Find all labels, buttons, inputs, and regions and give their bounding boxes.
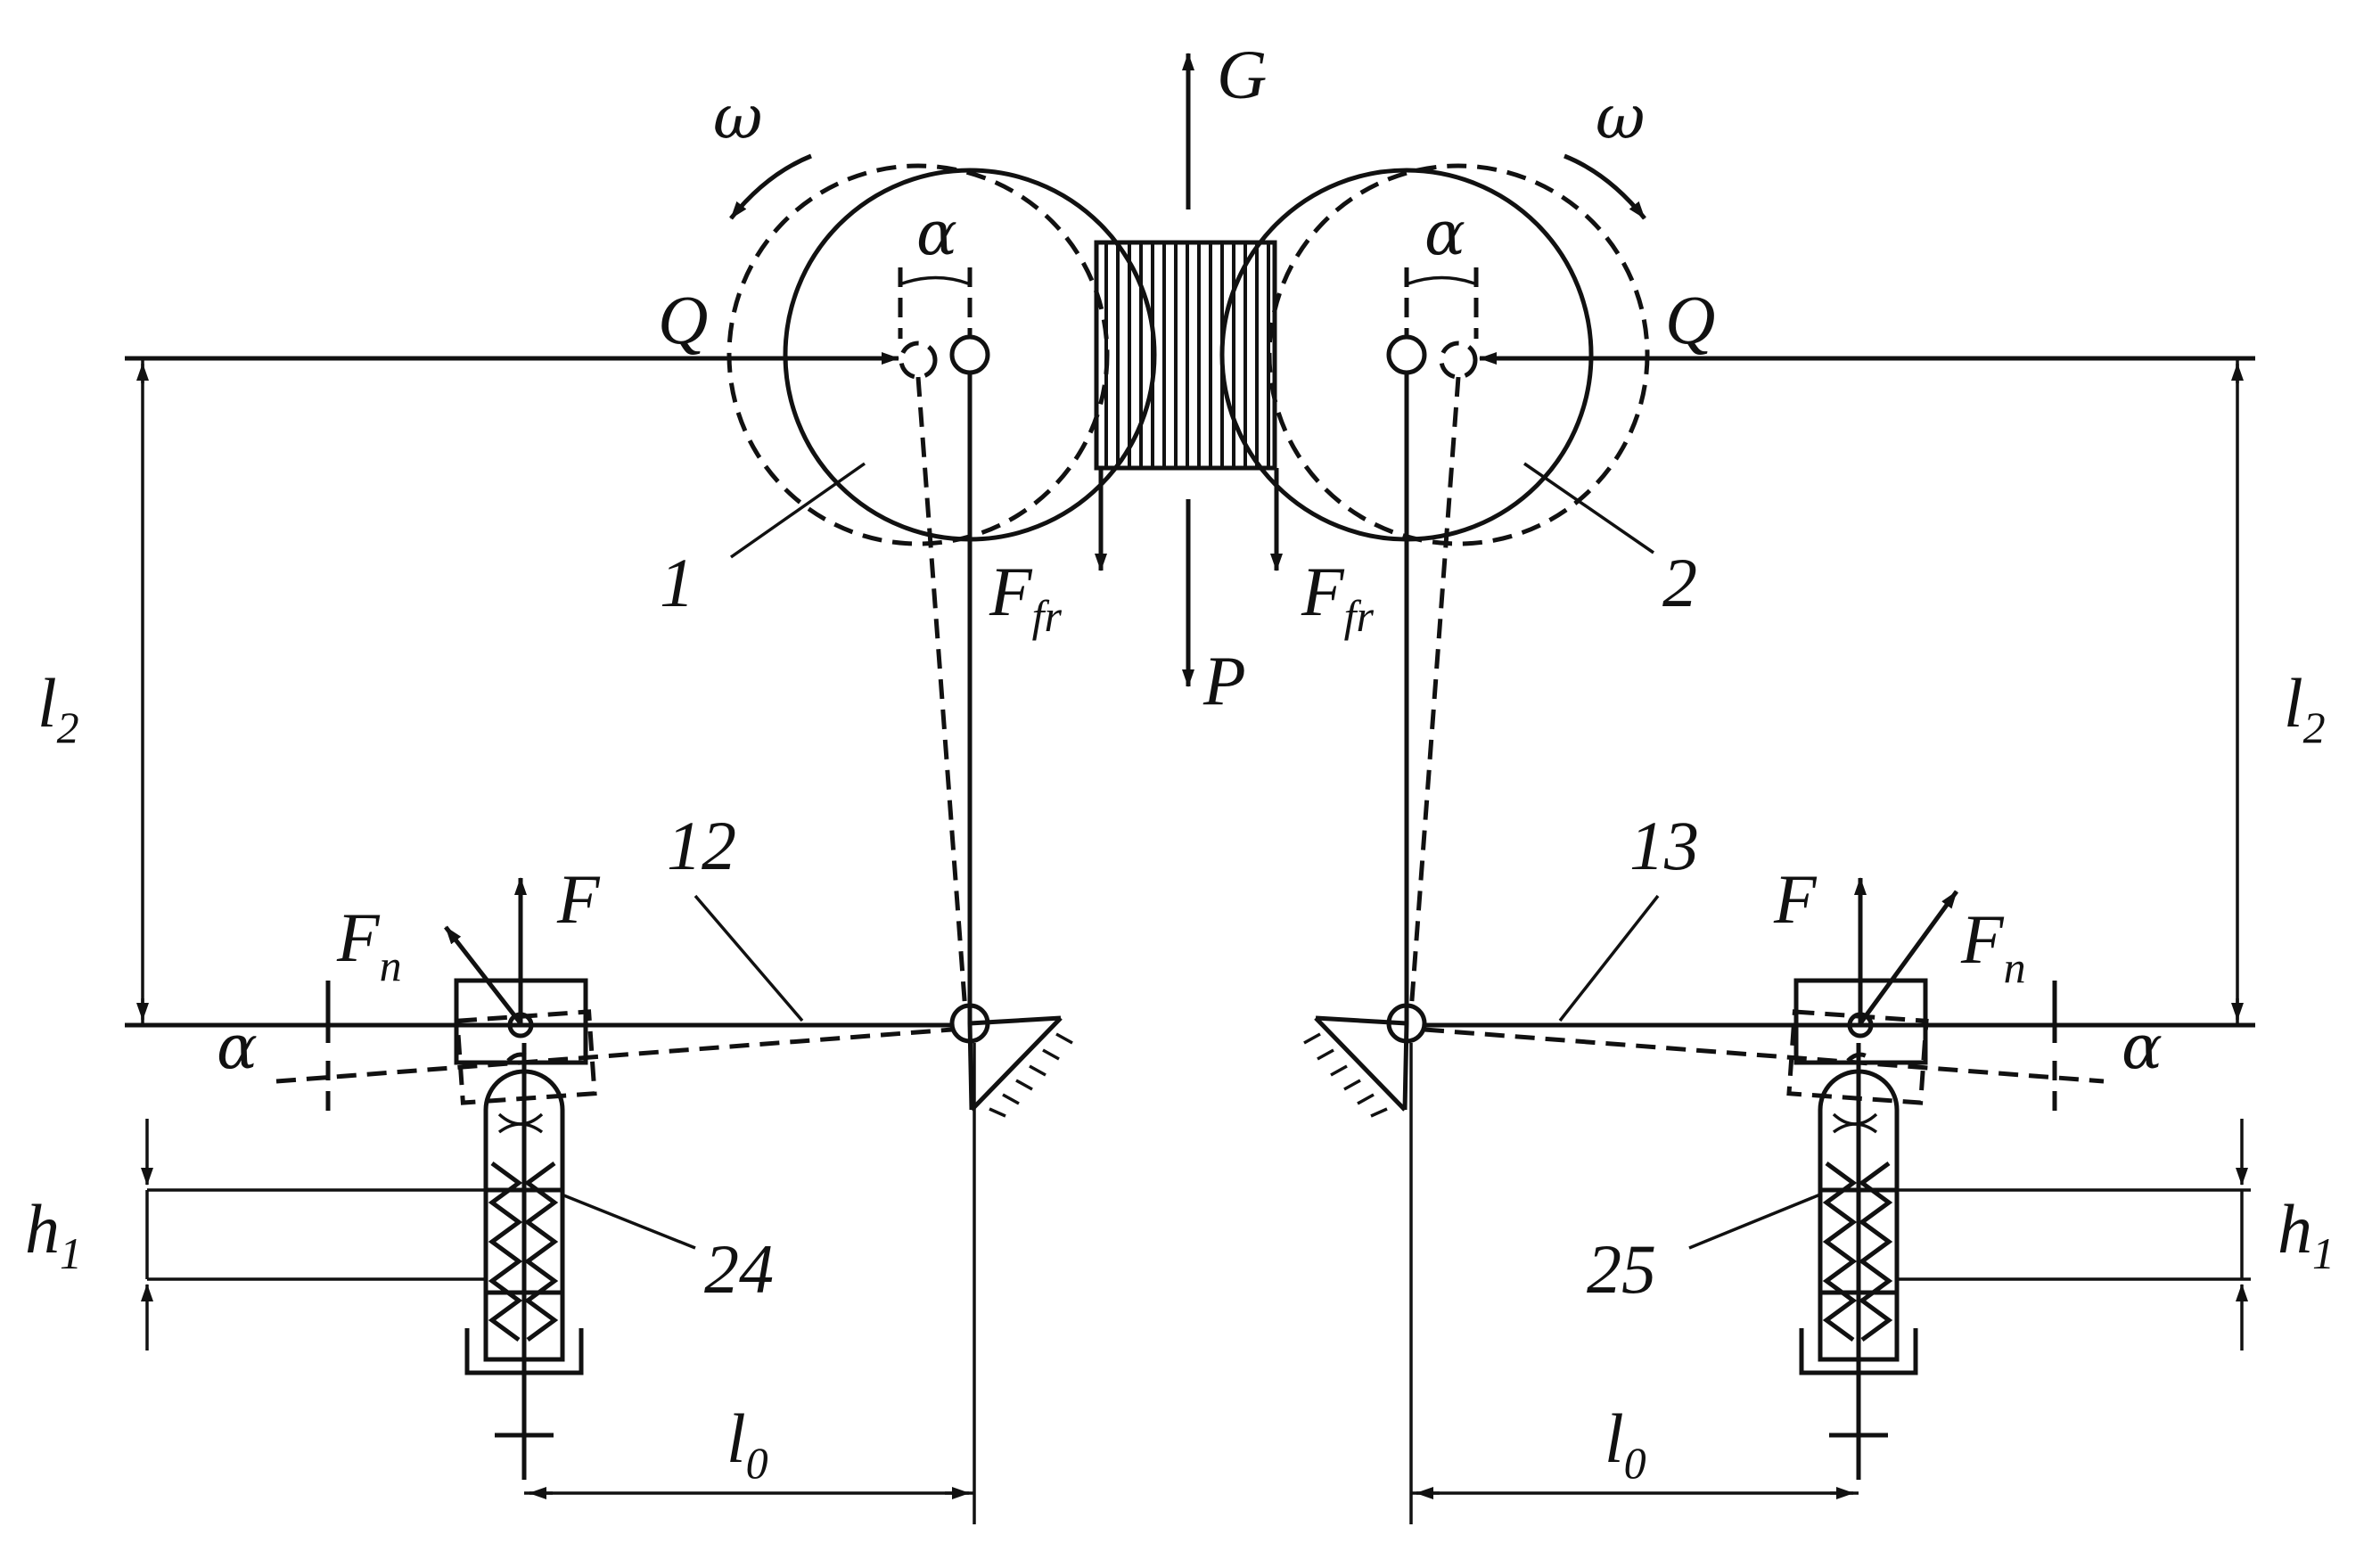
force-fn-arrow-left bbox=[444, 925, 522, 1025]
pivot-left bbox=[949, 1003, 1073, 1118]
lever-12-label: 12 bbox=[667, 807, 736, 884]
leader-roller-2 bbox=[1523, 462, 1654, 554]
h1-label-left: h1 bbox=[25, 1190, 82, 1278]
l0-label-right: l0 bbox=[1605, 1400, 1646, 1488]
leader-spring-24 bbox=[561, 1193, 696, 1250]
l2-label-right: l2 bbox=[2284, 664, 2326, 752]
lever-13-label: 13 bbox=[1629, 807, 1699, 884]
force-p-label: P bbox=[1202, 642, 1246, 719]
l0-label-left: l0 bbox=[726, 1400, 768, 1488]
spring-25-label: 25 bbox=[1587, 1230, 1656, 1308]
alpha-label-top-left: α bbox=[916, 199, 957, 269]
force-g-label: G bbox=[1217, 36, 1267, 113]
lever-13 bbox=[1424, 981, 2255, 1114]
arm-left bbox=[915, 373, 976, 1524]
pivot-right bbox=[1303, 1003, 1427, 1118]
ffr-label-left: Ffr bbox=[989, 553, 1063, 641]
alpha-label-top-right: α bbox=[1424, 199, 1465, 269]
force-fn-label-right: Fn bbox=[1960, 900, 2026, 992]
roller-2-label: 2 bbox=[1662, 544, 1697, 621]
leader-lever-12 bbox=[694, 894, 804, 1022]
force-fn-arrow-right bbox=[1858, 890, 1959, 1025]
h1-label-right: h1 bbox=[2278, 1190, 2335, 1278]
roller-1-label: 1 bbox=[660, 544, 694, 621]
omega-arrow-left bbox=[729, 153, 812, 220]
leader-roller-1 bbox=[729, 462, 866, 559]
omega-label-left: ω bbox=[713, 83, 762, 153]
omega-label-right: ω bbox=[1596, 83, 1645, 153]
leader-lever-13 bbox=[1558, 894, 1660, 1022]
alpha-label-right: α bbox=[2122, 1013, 2163, 1083]
leader-spring-25 bbox=[1688, 1193, 1821, 1250]
alpha-angle-left bbox=[898, 267, 973, 339]
force-fn-label-left: Fn bbox=[336, 899, 402, 990]
omega-arrow-right bbox=[1564, 153, 1646, 220]
force-f-label-right: F bbox=[1773, 860, 1818, 938]
spring-assembly-25 bbox=[1786, 978, 1929, 1480]
sheet-stack bbox=[1094, 240, 1277, 471]
l2-label-left: l2 bbox=[37, 664, 79, 752]
q-label-left: Q bbox=[658, 281, 708, 358]
q-label-right: Q bbox=[1665, 281, 1715, 358]
dimension-h1-right bbox=[1897, 1119, 2251, 1350]
arm-right bbox=[1404, 373, 1461, 1524]
lever-12 bbox=[125, 981, 953, 1114]
spring-assembly-24 bbox=[454, 978, 597, 1480]
alpha-label-left: α bbox=[217, 1013, 258, 1083]
alpha-angle-right bbox=[1404, 267, 1479, 339]
force-f-label-left: F bbox=[556, 860, 601, 938]
ffr-label-right: Ffr bbox=[1301, 553, 1375, 641]
spring-24-label: 24 bbox=[704, 1230, 774, 1308]
dimension-h1-left bbox=[141, 1119, 486, 1350]
